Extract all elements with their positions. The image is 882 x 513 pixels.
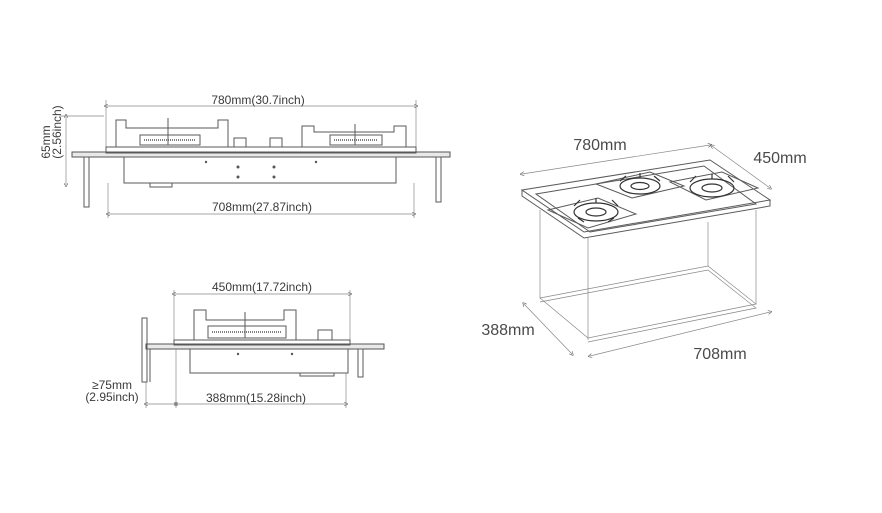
front-view: 780mm(30.7inch) 65mm (2.56inch) <box>39 93 451 218</box>
side-clearance-in-label: (2.95inch) <box>85 390 138 404</box>
side-clearance-mm-label: ≥75mm <box>92 378 132 392</box>
front-height-in-label: (2.56inch) <box>50 105 64 158</box>
iso-length-top-label: 780mm <box>573 137 626 154</box>
iso-length-bottom-label: 708mm <box>693 346 746 363</box>
front-top-width-label: 780mm(30.7inch) <box>211 93 304 107</box>
side-view: 450mm(17.72inch) ≥75mm (2.95inch) 388mm(… <box>85 280 385 408</box>
front-height-mm-label: 65mm <box>39 125 53 158</box>
side-bottom-width-label: 388mm(15.28inch) <box>206 391 306 405</box>
front-bottom-width-label: 708mm(27.87inch) <box>212 200 312 214</box>
iso-depth-bottom-label: 388mm <box>481 322 534 339</box>
iso-depth-top-label: 450mm <box>753 150 806 167</box>
iso-view: 780mm 450mm 388mm 708mm <box>481 137 806 363</box>
side-top-width-label: 450mm(17.72inch) <box>212 280 312 294</box>
